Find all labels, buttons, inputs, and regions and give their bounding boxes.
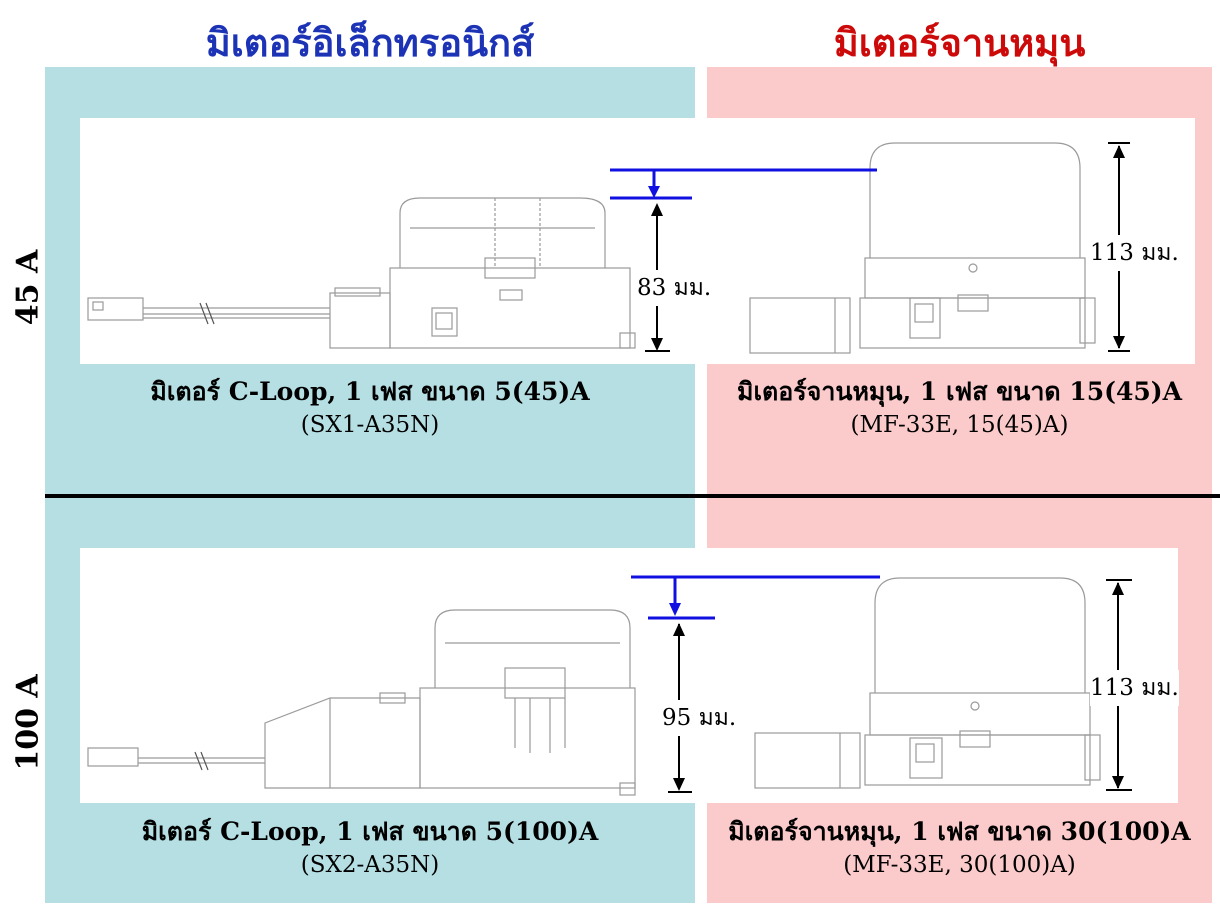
dimension-lines-100a [631, 575, 1132, 793]
dimension-lines-45a [610, 142, 1130, 352]
meter-drawings-100a [87, 575, 1132, 796]
electronic-model-45a: (SX1-A35N) [300, 412, 440, 438]
row-divider [45, 494, 1220, 498]
row-label-100a: 100 A [10, 674, 46, 771]
electronic-height-45a: 83 มม. [637, 270, 712, 306]
rotating-disc-meter-drawing-45a [749, 142, 1096, 354]
c-loop-meter-drawing-100a [87, 609, 636, 796]
c-loop-meter-drawing-45a [87, 197, 636, 349]
rotating-title-45a: มิเตอร์จานหมุน, 1 เฟส ขนาด 15(45)A [736, 377, 1183, 406]
rotating-disc-meter-drawing-100a [754, 577, 1101, 789]
rotating-title-100a: มิเตอร์จานหมุน, 1 เฟส ขนาด 30(100)A [728, 817, 1191, 846]
electronic-title-45a: มิเตอร์ C-Loop, 1 เฟส ขนาด 5(45)A [150, 377, 590, 406]
meter-drawings-45a [87, 142, 1130, 354]
rotating-meter-header: มิเตอร์จานหมุน [833, 20, 1086, 65]
rotating-model-45a: (MF-33E, 15(45)A) [850, 412, 1069, 438]
rotating-height-100a: 113 มม. [1090, 670, 1179, 706]
drawing-area-45a [80, 118, 1195, 364]
electronic-title-100a: มิเตอร์ C-Loop, 1 เฟส ขนาด 5(100)A [141, 817, 599, 846]
rotating-height-45a: 113 มม. [1090, 235, 1179, 271]
rotating-model-100a: (MF-33E, 30(100)A) [843, 852, 1076, 878]
drawing-area-100a [80, 548, 1178, 803]
electronic-model-100a: (SX2-A35N) [300, 852, 440, 878]
electronic-meter-header: มิเตอร์อิเล็กทรอนิกส์ [205, 20, 535, 65]
row-label-45a: 45 A [10, 249, 46, 326]
electronic-height-100a: 95 มม. [662, 700, 737, 736]
